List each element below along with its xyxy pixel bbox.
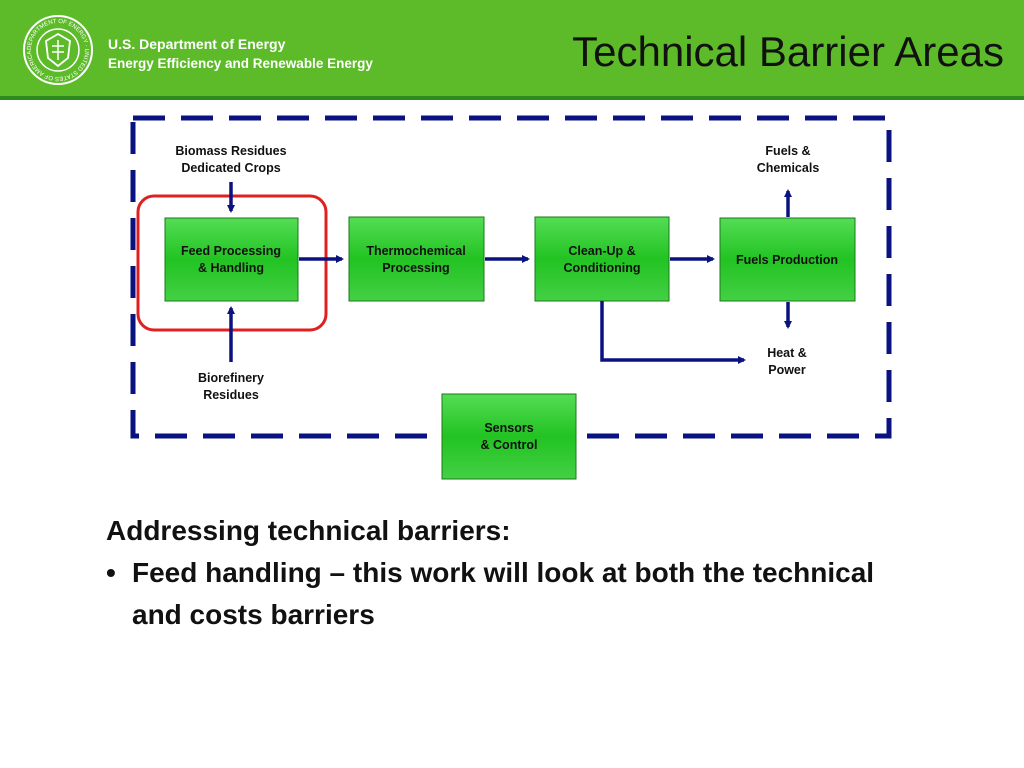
bullet-symbol: • [106,557,116,588]
process-diagram: Feed Processing & Handling Thermochemica… [130,115,892,480]
slide-title: Technical Barrier Areas [572,28,1004,75]
svg-text:Fuels &: Fuels & [765,144,810,158]
svg-text:Heat &: Heat & [767,346,807,360]
arrow-cleanup-to-heat [600,301,746,364]
agency-name: U.S. Department of Energy Energy Efficie… [108,34,373,74]
biomass-line-2: Dedicated Crops [181,161,280,175]
box-cleanup: Clean-Up & Conditioning [534,216,670,302]
box-thermo-line-1: Thermochemical [366,244,465,258]
doe-seal-icon: DEPARTMENT OF ENERGY · UNITED STATES OF … [23,15,93,85]
heat-power-line-1: Heat & [767,346,807,360]
box-feed-processing: Feed Processing & Handling [164,217,299,302]
biorefinery-line-1: Biorefinery [198,371,264,385]
biorefinery-line-2: Residues [203,388,259,402]
svg-text:Chemicals: Chemicals [757,161,820,175]
svg-text:Clean-Up &: Clean-Up & [568,244,635,258]
svg-text:Dedicated Crops: Dedicated Crops [181,161,280,175]
svg-text:& Control: & Control [481,438,538,452]
body-text: Addressing technical barriers: • Feed ha… [106,510,926,636]
bullet-item: • Feed handling – this work will look at… [106,552,926,636]
agency-line-1: U.S. Department of Energy [108,36,286,52]
header-bar: DEPARTMENT OF ENERGY · UNITED STATES OF … [0,0,1024,100]
svg-text:Biomass Residues: Biomass Residues [175,144,286,158]
svg-text:Processing: Processing [382,261,449,275]
svg-text:Power: Power [768,363,806,377]
box-thermochemical: Thermochemical Processing [348,216,485,302]
output-fuels-chemicals-label: Fuels & Chemicals [757,144,820,175]
box-sensors-line-1: Sensors [484,421,533,435]
fuels-chem-line-2: Chemicals [757,161,820,175]
svg-text:Sensors: Sensors [484,421,533,435]
box-fuels-production: Fuels Production [719,217,856,302]
box-sensors-control: Sensors & Control [441,393,577,480]
box-cleanup-line-1: Clean-Up & [568,244,635,258]
biomass-line-1: Biomass Residues [175,144,286,158]
input-biomass-label: Biomass Residues Dedicated Crops [175,144,286,175]
box-cleanup-line-2: Conditioning [563,261,640,275]
svg-text:Conditioning: Conditioning [563,261,640,275]
svg-text:& Handling: & Handling [198,261,264,275]
svg-text:Fuels Production: Fuels Production [736,253,838,267]
input-biorefinery-label: Biorefinery Residues [198,371,264,402]
box-feed-line-1: Feed Processing [181,244,281,258]
box-fuels-line-1: Fuels Production [736,253,838,267]
svg-text:Thermochemical: Thermochemical [366,244,465,258]
box-feed-line-2: & Handling [198,261,264,275]
agency-line-2: Energy Efficiency and Renewable Energy [108,56,373,71]
heat-power-line-2: Power [768,363,806,377]
box-sensors-line-2: & Control [481,438,538,452]
svg-text:Residues: Residues [203,388,259,402]
body-heading: Addressing technical barriers: [106,515,511,546]
box-thermo-line-2: Processing [382,261,449,275]
svg-text:Biorefinery: Biorefinery [198,371,264,385]
output-heat-power-label: Heat & Power [767,346,807,377]
fuels-chem-line-1: Fuels & [765,144,810,158]
bullet-text: Feed handling – this work will look at b… [132,557,875,630]
svg-text:Feed Processing: Feed Processing [181,244,281,258]
